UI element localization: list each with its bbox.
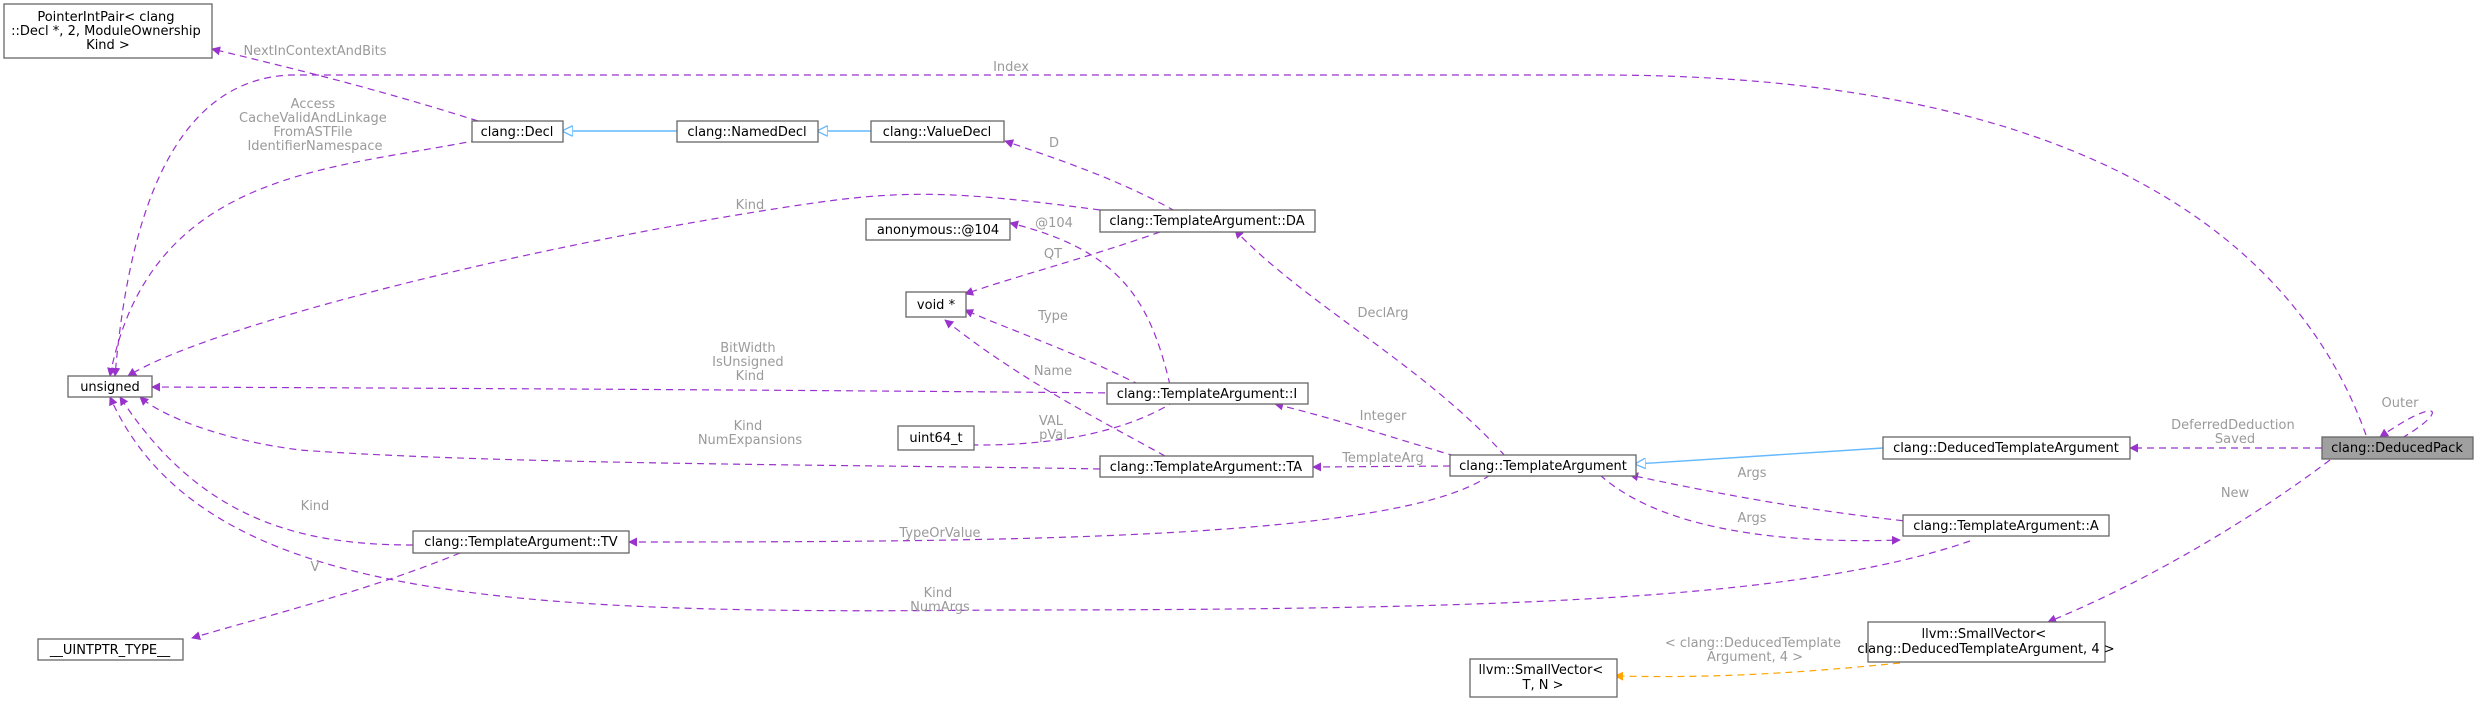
edge-template-argument-to-ta xyxy=(1312,462,1451,472)
edge-ta-to-unsigned xyxy=(139,396,1101,470)
svg-text:unsigned: unsigned xyxy=(80,380,140,395)
svg-text:clang::TemplateArgument::TV: clang::TemplateArgument::TV xyxy=(424,535,617,550)
node-deduced-pack[interactable]: clang::DeducedPack xyxy=(2321,436,2474,460)
edge-deduced-template-argument-to-template-argument xyxy=(1636,447,1884,464)
edge-label-d: D xyxy=(1049,136,1059,151)
edge-label-integer: Integer xyxy=(1360,409,1407,424)
node-template-argument-tv[interactable]: clang::TemplateArgument::TV xyxy=(412,530,630,554)
svg-text:clang::TemplateArgument: clang::TemplateArgument xyxy=(1459,459,1627,474)
edge-template-argument-to-da xyxy=(1234,229,1506,457)
edge-label-qt: QT xyxy=(1044,247,1062,262)
edge-label-ta-to-unsigned: Kind NumExpansions xyxy=(698,419,803,448)
svg-text:clang::TemplateArgument::TA: clang::TemplateArgument::TA xyxy=(1110,460,1302,475)
edge-label-args-bottom: Args xyxy=(1737,511,1766,526)
edge-label-decl-arg: DeclArg xyxy=(1357,306,1408,321)
node-void-pointer[interactable]: void * xyxy=(905,291,967,318)
node-small-vector-tn[interactable]: llvm::SmallVector< T, N > xyxy=(1469,658,1618,698)
edge-tv-to-uintptr xyxy=(191,552,461,641)
svg-text:clang::NamedDecl: clang::NamedDecl xyxy=(687,125,806,140)
edge-label-decl-to-unsigned: Access CacheValidAndLinkage FromASTFile … xyxy=(239,97,391,154)
edge-label-v: V xyxy=(311,560,320,575)
edge-label-args-top: Args xyxy=(1737,466,1766,481)
node-named-decl[interactable]: clang::NamedDecl xyxy=(676,120,819,143)
node-template-argument-a[interactable]: clang::TemplateArgument::A xyxy=(1902,514,2110,537)
edge-label-a-to-unsigned: Kind NumArgs xyxy=(910,586,970,615)
edge-label-deferred: DeferredDeduction Saved xyxy=(2171,418,2299,447)
edge-label-da-kind: Kind xyxy=(736,198,765,213)
edge-label-template-instance: < clang::DeducedTemplate Argument, 4 > xyxy=(1665,636,1845,665)
edge-da-to-void xyxy=(964,231,1161,296)
edge-deduced-pack-to-unsigned-index xyxy=(111,74,2367,436)
svg-text:llvm::SmallVector< T, N: llvm::SmallVector< T, N > xyxy=(1479,663,1608,693)
node-clang-decl[interactable]: clang::Decl xyxy=(471,120,564,143)
node-value-decl[interactable]: clang::ValueDecl xyxy=(870,120,1005,143)
svg-text:clang::DeducedPack: clang::DeducedPack xyxy=(2331,441,2463,456)
edge-i-to-unsigned xyxy=(151,382,1118,394)
svg-text:PointerIntPair< clang ::: PointerIntPair< clang ::Decl *, 2, Modul… xyxy=(11,10,205,53)
edge-label-index: Index xyxy=(993,60,1029,75)
edge-da-to-value-decl xyxy=(1004,139,1176,212)
node-small-vector-deduced[interactable]: llvm::SmallVector< clang::DeducedTemplat… xyxy=(1857,621,2115,663)
edge-label-outer: Outer xyxy=(2382,396,2420,411)
svg-text:clang::TemplateArgument::A: clang::TemplateArgument::A xyxy=(1913,519,2099,534)
edge-i-to-anonymous xyxy=(1009,220,1171,386)
node-template-argument-da[interactable]: clang::TemplateArgument::DA xyxy=(1099,209,1316,233)
edge-deduced-pack-self-outer xyxy=(2379,410,2433,439)
edge-decl-to-unsigned xyxy=(107,139,479,377)
svg-text:clang::ValueDecl: clang::ValueDecl xyxy=(883,125,991,140)
node-anonymous-104[interactable]: anonymous::@104 xyxy=(865,218,1011,241)
node-uint64[interactable]: uint64_t xyxy=(897,425,975,451)
svg-text:anonymous::@104: anonymous::@104 xyxy=(877,223,999,238)
edge-template-argument-to-tv xyxy=(628,474,1491,547)
edge-label-at104: @104 xyxy=(1035,216,1073,231)
edge-ta-to-void xyxy=(944,319,1166,457)
node-template-argument[interactable]: clang::TemplateArgument xyxy=(1449,454,1637,477)
node-deduced-template-argument[interactable]: clang::DeducedTemplateArgument xyxy=(1882,436,2131,460)
svg-text:uint64_t: uint64_t xyxy=(909,431,962,446)
svg-text:__UINTPTR_TYPE__: __UINTPTR_TYPE__ xyxy=(49,643,171,658)
edge-template-argument-to-a xyxy=(1599,474,1901,545)
svg-text:clang::Decl: clang::Decl xyxy=(481,125,554,140)
edge-tv-to-unsigned xyxy=(119,396,414,546)
edge-label-new: New xyxy=(2221,486,2250,501)
node-template-argument-i[interactable]: clang::TemplateArgument::I xyxy=(1106,382,1309,405)
edge-label-type: Type xyxy=(1037,309,1068,324)
node-template-argument-ta[interactable]: clang::TemplateArgument::TA xyxy=(1099,455,1314,478)
edge-small-vector-to-deduced-pack xyxy=(2047,459,2331,624)
svg-text:void *: void * xyxy=(917,298,956,313)
node-uintptr-type[interactable]: __UINTPTR_TYPE__ xyxy=(37,638,184,661)
edge-template-argument-to-i xyxy=(1274,401,1456,457)
edge-label-template-arg: TemplateArg xyxy=(1341,451,1424,466)
edge-i-to-void xyxy=(964,309,1141,386)
svg-text:llvm::SmallVector< clang: llvm::SmallVector< clang::DeducedTemplat… xyxy=(1857,627,2114,657)
edge-label-name: Name xyxy=(1034,364,1072,379)
edge-label-tv-kind: Kind xyxy=(301,499,330,514)
node-pointer-int-pair[interactable]: PointerIntPair< clang ::Decl *, 2, Modul… xyxy=(3,3,213,59)
edge-a-to-unsigned xyxy=(109,396,1971,612)
node-unsigned[interactable]: unsigned xyxy=(67,375,153,398)
edge-label-next-in-context: NextInContextAndBits xyxy=(243,44,386,59)
edge-label-val: VAL pVal xyxy=(1039,414,1067,443)
svg-text:clang::TemplateArgument::DA: clang::TemplateArgument::DA xyxy=(1109,214,1304,229)
edge-i-to-uint64 xyxy=(959,400,1176,446)
edge-small-vector-template-instance xyxy=(1614,662,1901,681)
svg-text:clang::TemplateArgument::I: clang::TemplateArgument::I xyxy=(1117,387,1297,402)
edge-a-to-template-argument xyxy=(1629,472,1916,523)
edge-decl-to-pointer-int-pair xyxy=(211,46,479,122)
edge-label-i-to-unsigned: BitWidth IsUnsigned Kind xyxy=(712,341,788,384)
svg-text:clang::DeducedTemplateArgument: clang::DeducedTemplateArgument xyxy=(1893,441,2119,456)
edge-label-type-or-value: TypeOrValue xyxy=(898,526,980,541)
